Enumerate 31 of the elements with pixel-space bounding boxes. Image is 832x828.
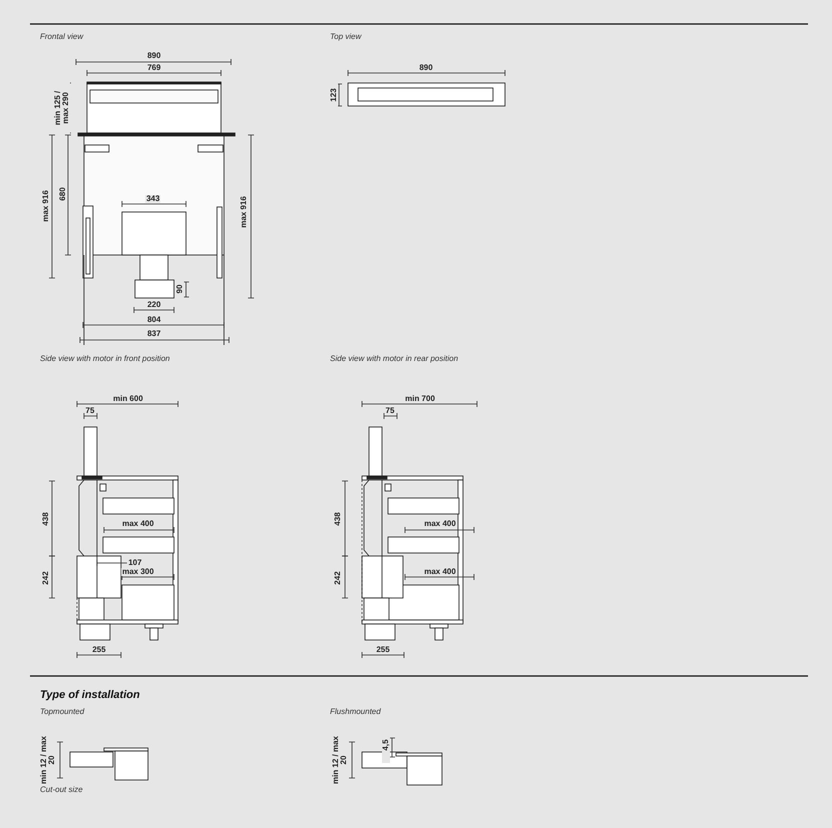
dimension-label: max 916 [42, 188, 50, 224]
dimension-label: 343 [145, 195, 161, 203]
dimension-label: max 400 [423, 520, 457, 528]
dimension-label: 890 [418, 64, 434, 72]
view-title: Frontal view [40, 33, 84, 41]
dimension-label: 890 [146, 52, 162, 60]
view-title: Cut-out size [40, 786, 83, 794]
dimension-label: 75 [384, 407, 396, 415]
view-title: Topmounted [40, 708, 84, 716]
dimension-label: max 916 [240, 194, 248, 230]
dimension-label: max 300 [121, 568, 155, 576]
dimension-label: 107 [127, 559, 143, 567]
dimension-label: min 700 [404, 395, 436, 403]
dimension-label: max 400 [121, 520, 155, 528]
dimension-label: min 12 / max 20 [332, 734, 348, 786]
view-title: Side view with motor in front position [40, 355, 170, 363]
dimension-label: 804 [146, 316, 162, 324]
dimension-label: min 12 / max 20 [40, 734, 56, 786]
view-title: Top view [330, 33, 362, 41]
dimension-label: min 600 [112, 395, 144, 403]
section-heading: Type of installation [40, 690, 140, 701]
dimension-label: 220 [146, 301, 162, 309]
dimension-label: 255 [91, 646, 107, 654]
dimension-label: 75 [84, 407, 96, 415]
dimension-label: min 125 / max 290 [54, 82, 70, 134]
view-title: Flushmounted [330, 708, 381, 716]
dimension-label: 769 [146, 64, 162, 72]
view-title: Side view with motor in rear position [330, 355, 458, 363]
dimension-label: max 400 [423, 568, 457, 576]
dimension-label: 255 [375, 646, 391, 654]
dimension-label: 837 [146, 330, 162, 338]
